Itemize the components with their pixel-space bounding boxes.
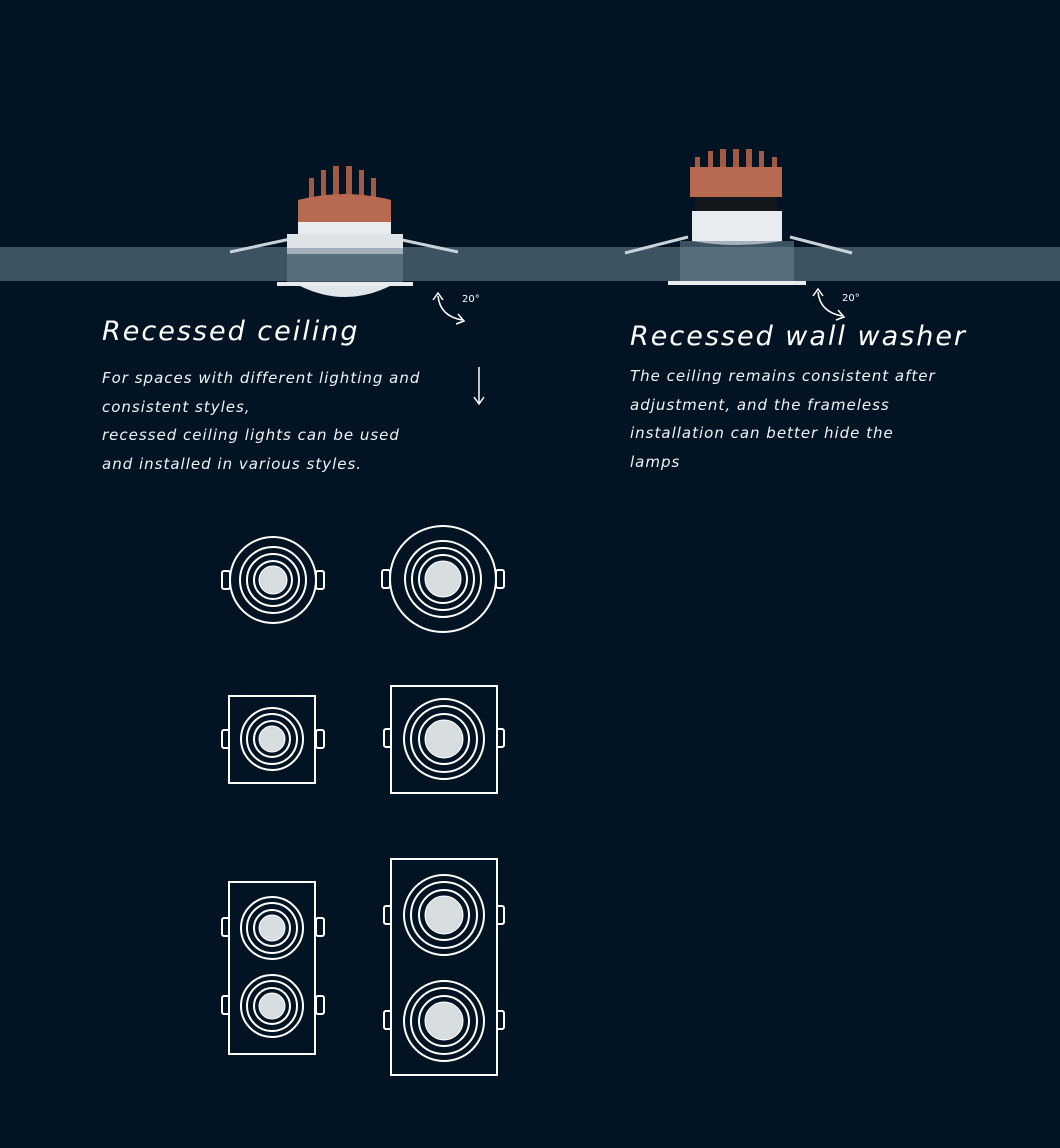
description-line: For spaces with different lighting and [102,369,421,387]
product-title-recessed-ceiling: Recessed ceiling [102,316,360,347]
description-line: consistent styles, [102,397,251,416]
square-single-fixture-small [221,695,325,784]
description-line: installation can better hide the [630,424,894,442]
product-title-recessed-wall-washer: Recessed wall washer [630,321,968,352]
recessed-wall-washer-render [624,149,853,285]
angle-label: 20° [462,294,480,305]
description-line: lamps [630,452,681,471]
description-line: and installed in various styles. [102,454,363,473]
recessed-ceiling-light-render [229,166,459,297]
description-line: adjustment, and the frameless [630,395,890,414]
product-description-recessed-ceiling: For spaces with different lighting and c… [102,364,420,478]
rotate-arrow-icon [432,291,466,325]
rotate-arrow-icon [812,287,846,321]
round-single-fixture-large [381,525,505,633]
down-arrow-icon [473,367,485,406]
round-single-fixture-small [221,536,325,624]
product-description-recessed-wall-washer: The ceiling remains consistent after adj… [630,362,936,476]
square-single-fixture-large [383,685,505,794]
description-line: The ceiling remains consistent after [630,367,936,385]
double-fixture-small [221,881,325,1055]
description-line: recessed ceiling lights can be used [102,426,400,444]
ceiling-band [0,247,1060,281]
angle-label: 20° [842,293,860,304]
double-fixture-large [383,858,505,1076]
